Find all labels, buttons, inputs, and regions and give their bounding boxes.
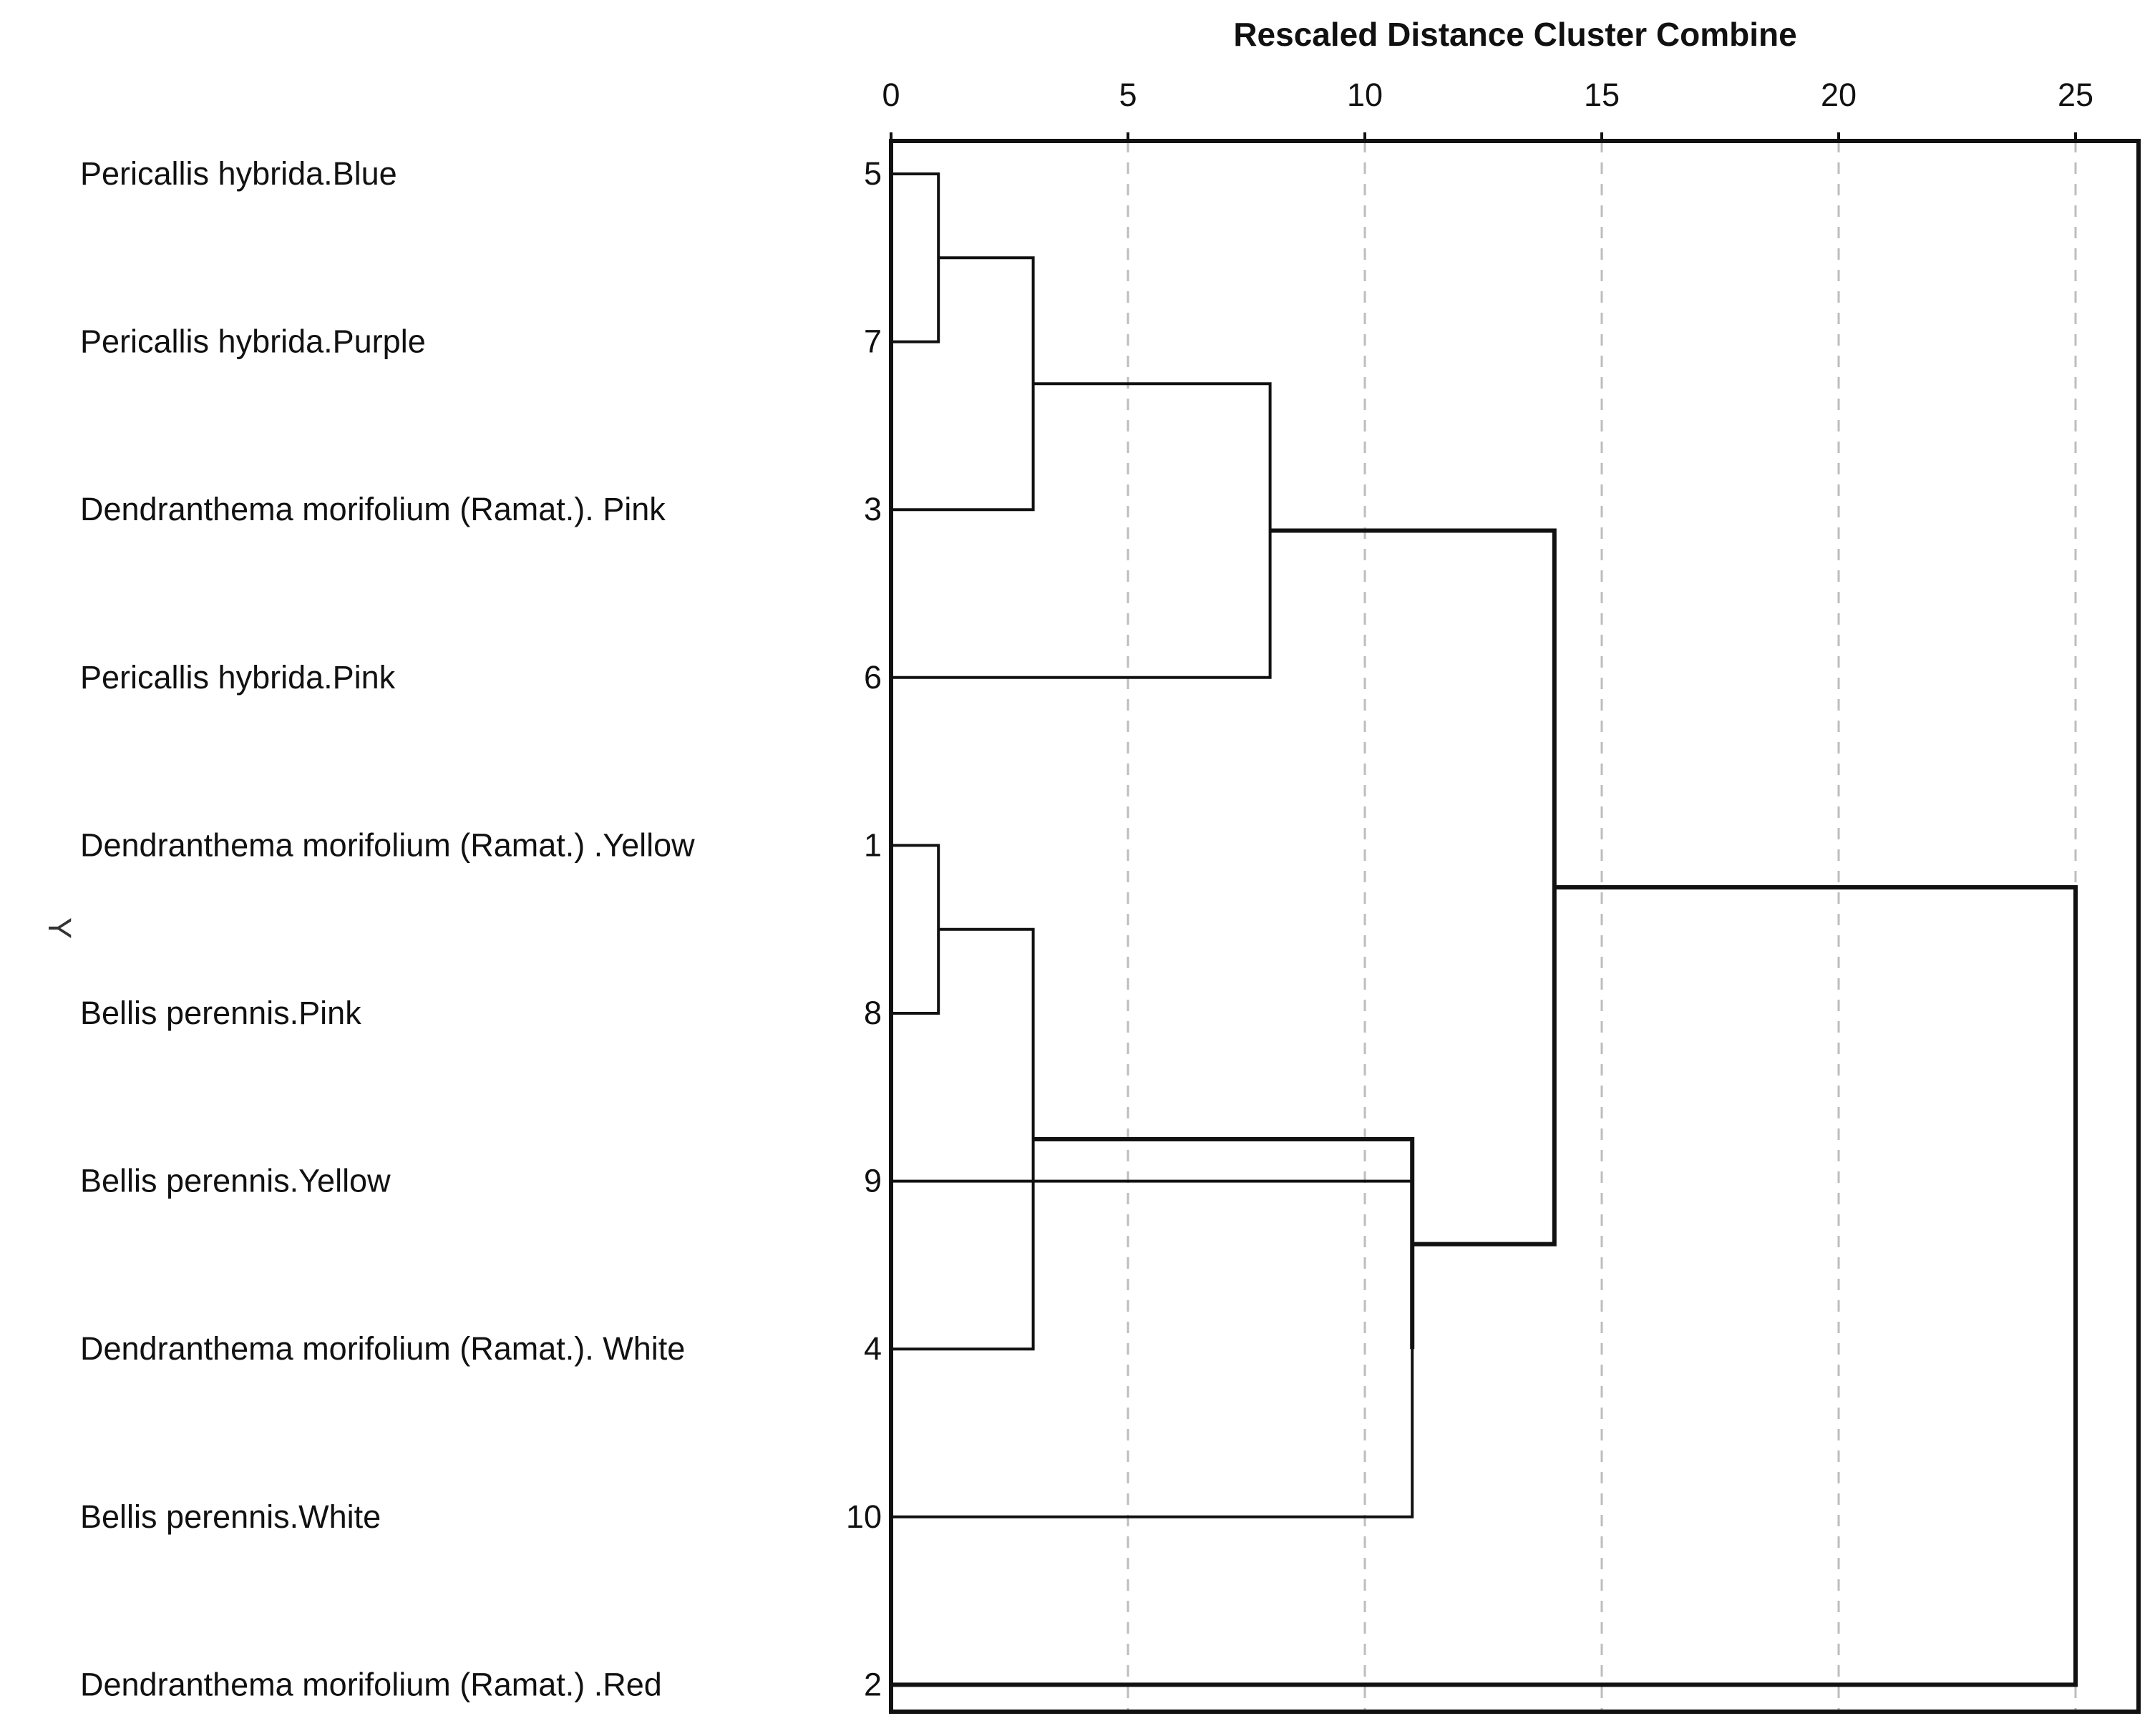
- grid-lines: [1127, 141, 2077, 1712]
- leaf-label: Dendranthema morifolium (Ramat.). White: [80, 1330, 685, 1367]
- x-tick-label: 20: [1821, 77, 1857, 113]
- leaf-label: Pericallis hybrida.Purple: [80, 323, 426, 360]
- dendrogram-link: [891, 382, 1272, 679]
- dendrogram-link: [891, 885, 2078, 1687]
- leaf-label: Pericallis hybrida.Pink: [80, 659, 396, 696]
- dendrogram-link: [891, 256, 1035, 512]
- leaf-label: Dendranthema morifolium (Ramat.) .Yellow: [80, 826, 695, 863]
- x-tick-label: 10: [1347, 77, 1383, 113]
- plot-frame: [889, 139, 2141, 1714]
- dendrogram-link: [891, 844, 940, 1015]
- leaf-case-number: 7: [864, 323, 882, 360]
- leaf-case-number: 6: [864, 659, 882, 696]
- x-tick-label: 25: [2058, 77, 2093, 113]
- leaf-label: Pericallis hybrida.Blue: [80, 155, 397, 192]
- leaf-label: Bellis perennis.Pink: [80, 995, 361, 1031]
- leaf-case-numbers: 5 7 3 6 1 8 9 4 10 2: [846, 155, 882, 1702]
- leaf-case-number: 5: [864, 155, 882, 192]
- y-axis-label: Y: [42, 917, 78, 939]
- x-axis-ticks: 0 5 10 15 20 25: [882, 77, 2093, 141]
- leaf-label: Bellis perennis.White: [80, 1498, 381, 1535]
- leaf-label: Dendranthema morifolium (Ramat.) .Red: [80, 1666, 662, 1702]
- chart-title: Rescaled Distance Cluster Combine: [1233, 16, 1796, 53]
- dendrogram-link: [891, 172, 940, 343]
- leaf-case-number: 4: [864, 1330, 882, 1367]
- x-tick-label: 0: [882, 77, 900, 113]
- leaf-case-number: 3: [864, 491, 882, 527]
- leaf-label: Dendranthema morifolium (Ramat.). Pink: [80, 491, 666, 527]
- leaf-case-number: 10: [846, 1498, 882, 1535]
- dendrogram-link: [891, 927, 1035, 1351]
- x-tick-label: 15: [1584, 77, 1620, 113]
- leaf-case-number: 1: [864, 826, 882, 863]
- dendrogram-link: [1033, 1136, 1415, 1350]
- dendrogram-links: [891, 172, 2078, 1687]
- leaf-case-number: 9: [864, 1163, 882, 1199]
- x-tick-label: 5: [1119, 77, 1137, 113]
- leaf-case-number: 8: [864, 995, 882, 1031]
- leaf-label: Bellis perennis.Yellow: [80, 1163, 391, 1199]
- leaf-case-number: 2: [864, 1666, 882, 1702]
